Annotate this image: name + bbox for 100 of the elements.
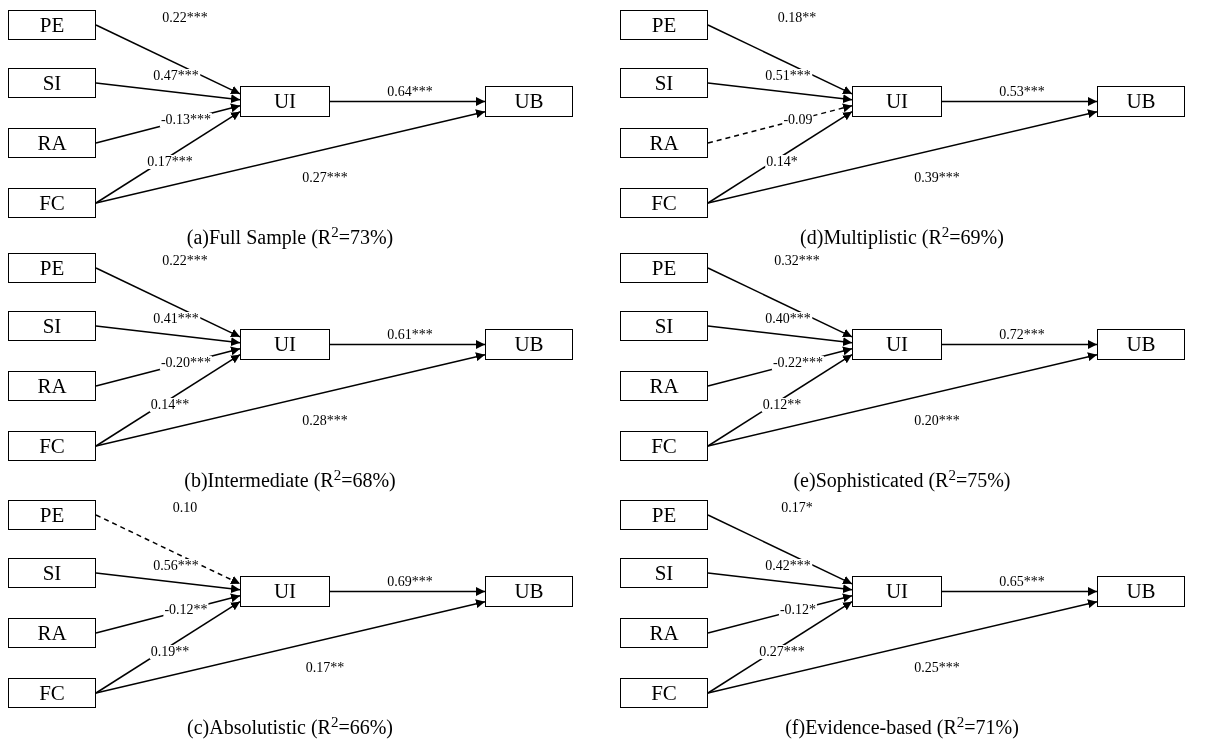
arrow: [95, 353, 241, 447]
variable-box: RA: [620, 618, 708, 648]
edge-label: 0.22***: [161, 11, 209, 25]
arrow: [941, 340, 1098, 349]
panel-caption: (d)Multiplistic (R$^{2}$=69%): [800, 227, 1004, 247]
edge-label: 0.53***: [998, 85, 1046, 99]
variable-box: UI: [852, 329, 942, 360]
variable-box: SI: [620, 311, 708, 341]
variable-box: UI: [852, 576, 942, 607]
variable-box: SI: [8, 558, 96, 588]
variable-box: RA: [8, 618, 96, 648]
edge-label: 0.64***: [386, 85, 434, 99]
variable-box: PE: [8, 10, 96, 40]
edge-label: 0.19**: [149, 645, 191, 659]
edge-label: 0.22***: [161, 254, 209, 268]
panel-caption: (f)Evidence-based (R$^{2}$=71%): [785, 717, 1019, 737]
edge-label: 0.17**: [304, 661, 346, 675]
arrow: [95, 352, 486, 447]
variable-box: UI: [240, 576, 330, 607]
edge-label: -0.12*: [778, 603, 818, 617]
arrow: [941, 97, 1098, 106]
variable-box: FC: [8, 678, 96, 708]
edge-label: 0.14*: [765, 155, 799, 169]
edge-label: 0.72***: [998, 328, 1046, 342]
variable-box: UI: [240, 329, 330, 360]
edge-label: 0.17***: [146, 155, 194, 169]
edge-label: 0.25***: [913, 661, 961, 675]
arrow: [707, 600, 853, 694]
variable-box: SI: [8, 68, 96, 98]
panel-caption: (e)Sophisticated (R$^{2}$=75%): [793, 470, 1011, 490]
variable-box: UB: [485, 329, 573, 360]
variable-box: FC: [8, 431, 96, 461]
edge-label: 0.27***: [301, 171, 349, 185]
variable-box: SI: [620, 558, 708, 588]
arrow: [707, 82, 853, 104]
arrow: [707, 514, 853, 585]
variable-box: RA: [8, 128, 96, 158]
variable-box: RA: [620, 371, 708, 401]
variable-box: PE: [620, 253, 708, 283]
arrow: [95, 599, 486, 694]
arrow: [707, 572, 853, 594]
arrow: [95, 325, 241, 347]
variable-box: UB: [1097, 329, 1185, 360]
edge-label: 0.61***: [386, 328, 434, 342]
variable-box: UB: [1097, 86, 1185, 117]
arrow: [95, 109, 486, 204]
arrow: [707, 325, 853, 347]
variable-box: RA: [620, 128, 708, 158]
variable-box: UI: [240, 86, 330, 117]
variable-box: UB: [485, 576, 573, 607]
edge-label: -0.12**: [163, 603, 209, 617]
variable-box: UB: [1097, 576, 1185, 607]
edge-label: 0.28***: [301, 414, 349, 428]
edge-label: 0.69***: [386, 575, 434, 589]
variable-box: PE: [620, 500, 708, 530]
edge-label: -0.13***: [159, 113, 213, 127]
edge-label: 0.40***: [764, 312, 812, 326]
edge-label: -0.22***: [771, 356, 825, 370]
edge-label: 0.14**: [149, 398, 191, 412]
arrow: [95, 572, 241, 594]
variable-box: FC: [620, 431, 708, 461]
edge-label: 0.20***: [913, 414, 961, 428]
variable-box: UB: [485, 86, 573, 117]
edge-label: 0.47***: [152, 69, 200, 83]
variable-box: SI: [620, 68, 708, 98]
edge-label: 0.51***: [764, 69, 812, 83]
edge-label: 0.32***: [773, 254, 821, 268]
arrow: [707, 109, 1098, 204]
arrow: [95, 600, 241, 694]
edge-label: 0.12**: [761, 398, 803, 412]
panel-caption: (b)Intermediate (R$^{2}$=68%): [184, 470, 396, 490]
edge-label: 0.10: [171, 501, 199, 515]
arrow: [329, 587, 486, 596]
arrow: [941, 587, 1098, 596]
arrow: [329, 340, 486, 349]
arrow: [707, 599, 1098, 694]
variable-box: FC: [620, 188, 708, 218]
edge-label: 0.41***: [152, 312, 200, 326]
variable-box: PE: [620, 10, 708, 40]
arrow: [707, 24, 853, 95]
variable-box: PE: [8, 253, 96, 283]
arrow: [95, 110, 241, 204]
arrow: [707, 353, 853, 447]
variable-box: RA: [8, 371, 96, 401]
arrow: [707, 267, 853, 338]
arrow: [95, 24, 241, 95]
edge-label: 0.17*: [780, 501, 814, 515]
variable-box: UI: [852, 86, 942, 117]
variable-box: SI: [8, 311, 96, 341]
edge-label: 0.56***: [152, 559, 200, 573]
edge-label: 0.42***: [764, 559, 812, 573]
arrow: [95, 267, 241, 338]
edge-label: 0.39***: [913, 171, 961, 185]
arrow: [329, 97, 486, 106]
panel-caption: (c)Absolutistic (R$^{2}$=66%): [187, 717, 393, 737]
arrow: [95, 514, 241, 585]
arrow: [707, 352, 1098, 447]
panel-caption: (a)Full Sample (R$^{2}$=73%): [186, 227, 394, 247]
variable-box: PE: [8, 500, 96, 530]
variable-box: FC: [8, 188, 96, 218]
